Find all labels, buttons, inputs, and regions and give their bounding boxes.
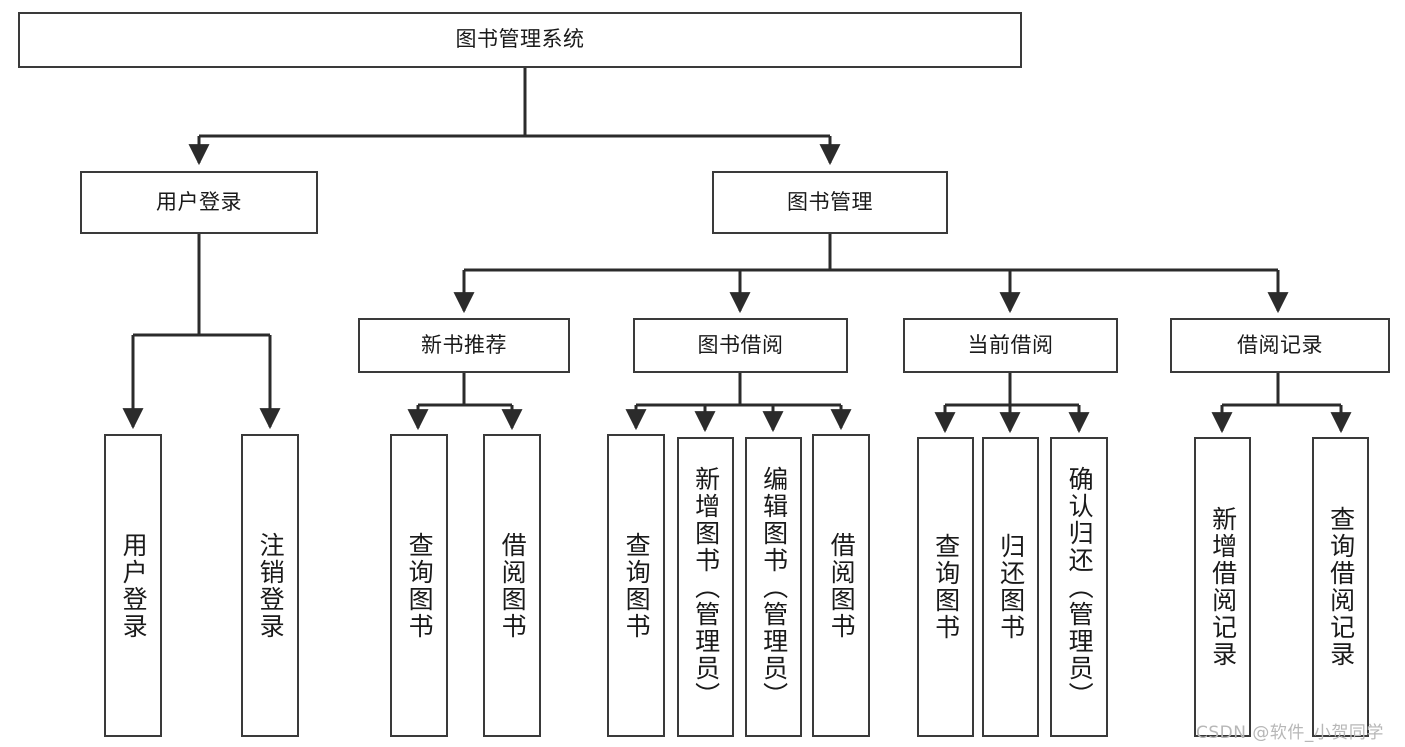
node-leaf-query-record-label: 查询借阅记录 [1326, 506, 1356, 668]
node-root[interactable]: 图书管理系统 [18, 12, 1022, 68]
node-root-label: 图书管理系统 [455, 27, 585, 52]
node-leaf-confirm-return-label: 确认归还（管理员） [1065, 465, 1095, 709]
node-leaf-borrow-book-2-label: 借阅图书 [827, 531, 857, 640]
node-new-book-rec[interactable]: 新书推荐 [358, 318, 570, 373]
node-borrow-record[interactable]: 借阅记录 [1170, 318, 1390, 373]
node-leaf-edit-book-label: 编辑图书（管理员） [759, 465, 789, 709]
node-leaf-edit-book[interactable]: 编辑图书（管理员） [745, 437, 802, 737]
node-leaf-add-book-label: 新增图书（管理员） [691, 465, 721, 709]
node-current-borrow-label: 当前借阅 [967, 332, 1054, 357]
node-new-book-rec-label: 新书推荐 [421, 332, 507, 357]
node-user-login-label: 用户登录 [156, 189, 242, 214]
node-book-manage-label: 图书管理 [787, 189, 873, 214]
node-leaf-add-record-label: 新增借阅记录 [1208, 506, 1238, 668]
node-leaf-query-book-1-label: 查询图书 [405, 531, 435, 640]
node-leaf-query-book-3-label: 查询图书 [931, 533, 961, 641]
node-book-borrow-label: 图书借阅 [697, 332, 784, 357]
node-leaf-query-book-3[interactable]: 查询图书 [917, 437, 974, 737]
node-leaf-query-record[interactable]: 查询借阅记录 [1312, 437, 1369, 737]
node-leaf-logout[interactable]: 注销登录 [241, 434, 299, 737]
node-leaf-confirm-return[interactable]: 确认归还（管理员） [1050, 437, 1108, 737]
node-book-borrow[interactable]: 图书借阅 [633, 318, 848, 373]
node-leaf-add-book[interactable]: 新增图书（管理员） [677, 437, 734, 737]
node-leaf-borrow-book-1-label: 借阅图书 [498, 531, 528, 640]
node-leaf-return-book-label: 归还图书 [996, 533, 1026, 641]
node-book-manage[interactable]: 图书管理 [712, 171, 948, 234]
node-leaf-return-book[interactable]: 归还图书 [982, 437, 1039, 737]
node-user-login[interactable]: 用户登录 [80, 171, 318, 234]
node-borrow-record-label: 借阅记录 [1237, 332, 1323, 357]
node-leaf-borrow-book-2[interactable]: 借阅图书 [812, 434, 870, 737]
node-leaf-borrow-book-1[interactable]: 借阅图书 [483, 434, 541, 737]
node-leaf-add-record[interactable]: 新增借阅记录 [1194, 437, 1251, 737]
node-leaf-query-book-2-label: 查询图书 [622, 531, 652, 640]
node-current-borrow[interactable]: 当前借阅 [903, 318, 1118, 373]
node-leaf-user-login[interactable]: 用户登录 [104, 434, 162, 737]
node-leaf-query-book-2[interactable]: 查询图书 [607, 434, 665, 737]
node-leaf-user-login-label: 用户登录 [119, 531, 149, 640]
node-leaf-query-book-1[interactable]: 查询图书 [390, 434, 448, 737]
node-leaf-logout-label: 注销登录 [256, 531, 286, 640]
